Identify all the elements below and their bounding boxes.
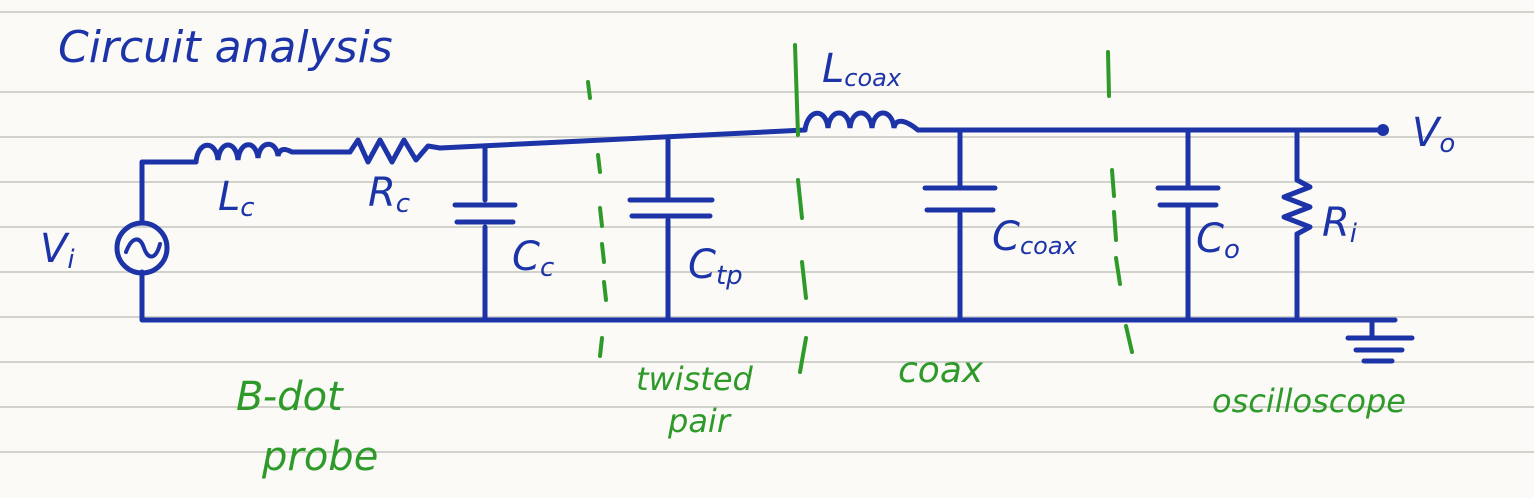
label-ri: Ri — [1322, 200, 1358, 249]
label-lc: Lc — [218, 174, 255, 223]
section-bdot-line1: B-dot — [236, 374, 344, 420]
ac-source-symbol — [114, 220, 170, 276]
resistor-rc — [347, 137, 443, 165]
section-dividers — [586, 43, 1134, 374]
label-lcoax: Lcoax — [822, 46, 902, 92]
label-ccoax: Ccoax — [992, 214, 1078, 260]
output-terminal — [1377, 124, 1389, 136]
label-vo: Vo — [1412, 110, 1455, 159]
label-vi: Vi — [40, 226, 75, 275]
label-rc: Rc — [368, 170, 410, 219]
ruled-lines — [0, 11, 1534, 453]
section-bdot-line2: probe — [261, 434, 378, 480]
section-twisted-line2: pair — [667, 402, 732, 440]
section-scope: oscilloscope — [1212, 382, 1406, 420]
page-title: Circuit analysis — [58, 22, 393, 73]
label-ctp: Ctp — [688, 242, 743, 291]
section-twisted-line1: twisted — [636, 360, 754, 398]
section-coax: coax — [898, 350, 984, 391]
inductor-lcoax — [802, 110, 921, 133]
label-cc: Cc — [512, 234, 554, 283]
label-co: Co — [1196, 216, 1240, 265]
inductor-lc — [193, 141, 295, 165]
circuit-wires — [139, 127, 1415, 364]
